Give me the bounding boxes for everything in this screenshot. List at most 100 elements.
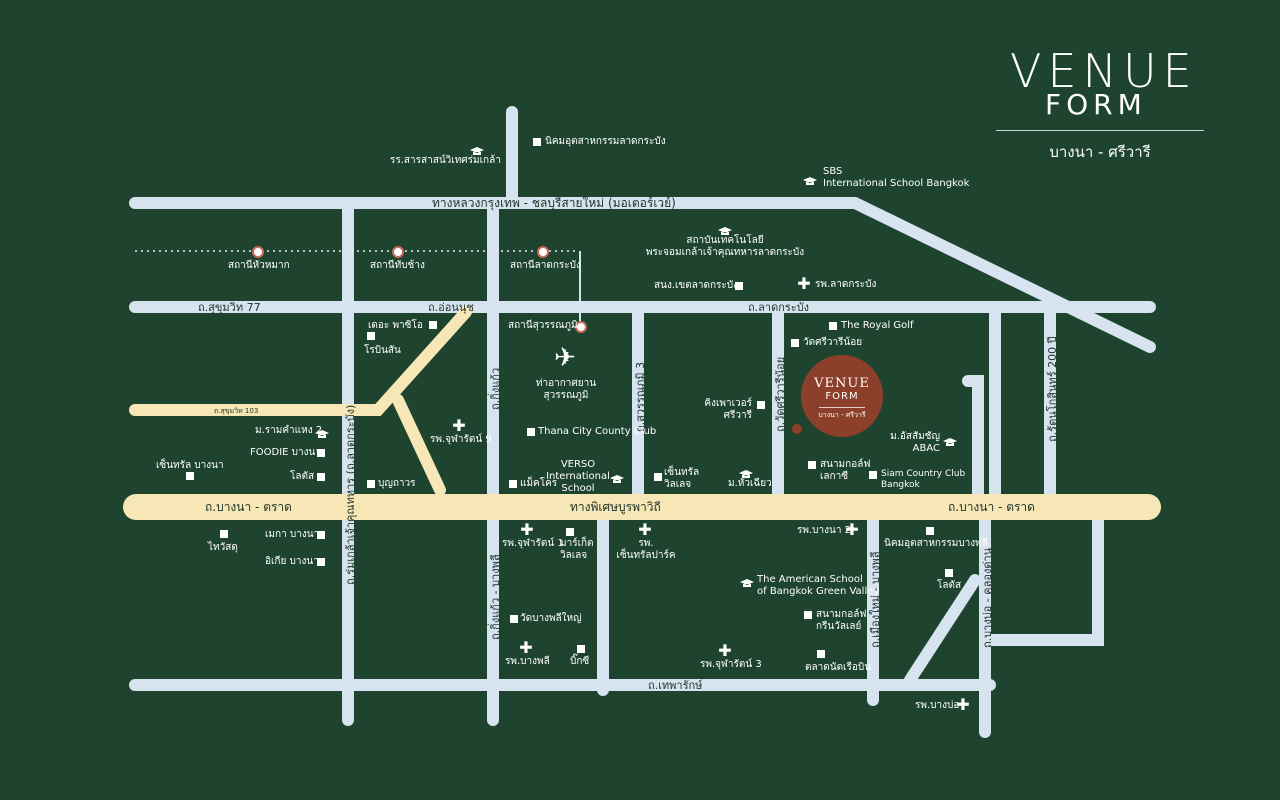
label-expressway: ทางพิเศษบูรพาวิถี — [570, 500, 661, 514]
station-suvarnabhumi: สถานีสุวรรณภูมิ — [508, 320, 578, 331]
poi-mark-village: มาร์เก็ต วิลเลจ — [560, 538, 594, 561]
hospital-cross-icon: ✚ — [519, 638, 533, 657]
graduation-cap-icon — [740, 574, 754, 593]
road-east-loop — [984, 499, 1104, 646]
label-bangbo: ถ.บางบ่อ - คลองด่าน — [981, 547, 994, 648]
label-bangna-trat-left: ถ.บางนา - ตราด — [205, 500, 292, 514]
poi-huachiew: ม.หัวเฉียว — [728, 478, 772, 489]
poi-king-power: คิงเพาเวอร์ ศรีวารี — [704, 398, 752, 421]
square-marker-icon — [367, 480, 375, 488]
poi-ikea: อิเกีย บางนา — [265, 556, 319, 567]
graduation-cap-icon — [803, 172, 817, 191]
label-romklao: ถ.ร่มเกล้าเจ้าคุณทหาร (ถ.ลาดกระบัง) — [344, 404, 357, 585]
hospital-cross-icon: ✚ — [845, 520, 859, 539]
square-marker-icon — [317, 473, 325, 481]
square-marker-icon — [654, 473, 662, 481]
poi-big-c: บิ๊กซี — [570, 656, 590, 667]
poi-hosp-bangphli: รพ.บางพลี — [505, 656, 550, 667]
poi-green-valley-golf: สนามกอล์ฟ กรีนวัลเลย์ — [816, 609, 867, 632]
square-marker-icon — [804, 611, 812, 619]
graduation-cap-icon — [470, 142, 484, 161]
airport-label: ท่าอากาศยาน สุวรรณภูมิ — [535, 378, 597, 401]
hospital-cross-icon: ✚ — [718, 641, 732, 660]
square-marker-icon — [869, 471, 877, 479]
square-marker-icon — [510, 615, 518, 623]
poi-central-park-hosp: รพ. เซ็นทรัลปาร์ค — [616, 538, 676, 561]
square-marker-icon — [926, 527, 934, 535]
graduation-cap-icon — [943, 433, 957, 452]
poi-hosp-chularat3: รพ.จุฬารัตน์ 3 — [700, 659, 762, 670]
pin-tagline: บางนา - ศรีวารี — [818, 411, 866, 419]
square-marker-icon — [829, 322, 837, 330]
poi-thana-city: Thana City County Club — [538, 426, 657, 437]
venue-marker-dot — [792, 424, 802, 434]
square-marker-icon — [817, 650, 825, 658]
road-onnut-branch — [392, 394, 446, 496]
square-marker-icon — [735, 282, 743, 290]
square-marker-icon — [429, 321, 437, 329]
square-marker-icon — [367, 332, 375, 340]
poi-talad-nad: ตลาดนัดเรือบิน — [805, 662, 872, 673]
label-suvarnabhumi3: ถ.สุวรรณภูมิ 3 — [634, 361, 647, 432]
poi-hosp-latkrabang: รพ.ลาดกระบัง — [815, 279, 877, 290]
label-muangmai: ถ.เมืองใหม่ - บางพลี — [869, 551, 882, 648]
poi-the-royal-golf: The Royal Golf — [841, 320, 914, 331]
poi-siam-country: Siam Country Club Bangkok — [881, 469, 966, 490]
poi-hosp-bangbo: รพ.บางบ่อ — [915, 700, 960, 711]
brand-tagline: บางนา - ศรีวารี — [1049, 143, 1151, 161]
poi-ramkhamhaeng2: ม.รามคำแหง 2 — [255, 425, 323, 436]
station-icon — [537, 246, 549, 258]
square-marker-icon — [509, 480, 517, 488]
square-marker-icon — [317, 558, 325, 566]
label-motorway: ทางหลวงกรุงเทพ - ชลบุรีสายใหม่ (มอเตอร์เ… — [432, 196, 676, 210]
poi-lotus-right: โลตัส — [937, 580, 962, 591]
poi-legacy-golf: สนามกอล์ฟ เลกาซี — [820, 459, 871, 482]
road-motorway — [129, 197, 1156, 353]
label-onnut: ถ.อ่อนนุช — [428, 301, 474, 314]
square-marker-icon — [566, 528, 574, 536]
label-watsriwaree: ถ.วัดศรีวารีน้อย — [774, 356, 787, 432]
label-latkrabang: ถ.ลาดกระบัง — [748, 301, 810, 314]
square-marker-icon — [527, 428, 535, 436]
hospital-cross-icon: ✚ — [452, 416, 466, 435]
pin-title: VENUE — [814, 376, 870, 391]
label-theparak: ถ.เทพารักษ์ — [648, 679, 703, 692]
square-marker-icon — [945, 569, 953, 577]
label-rattanakosin: ถ.รัตนโกสินทร์ 200 ปี — [1046, 336, 1059, 442]
poi-thaiwatsadu: ไทวัสดุ — [208, 542, 238, 553]
poi-sbs: SBS International School Bangkok — [823, 166, 970, 189]
poi-kmitl: สถาบันเทคโนโลยี พระจอมเกล้าเจ้าคุณทหารลา… — [645, 235, 805, 258]
poi-hosp-chularat1: รพ.จุฬารัตน์ 1 — [502, 538, 564, 549]
poi-american-school: The American School of Bangkok Green Val… — [757, 574, 880, 597]
square-marker-icon — [317, 531, 325, 539]
poi-robinson: โรบินสัน — [364, 345, 401, 356]
hospital-cross-icon: ✚ — [638, 520, 652, 539]
hospital-cross-icon: ✚ — [797, 274, 811, 293]
pin-subtitle: FORM — [825, 391, 859, 402]
pin-divider — [819, 407, 865, 408]
hospital-cross-icon: ✚ — [520, 520, 534, 539]
venue-location-pin[interactable]: VENUE FORM บางนา - ศรีวารี — [801, 355, 883, 437]
brand-divider — [996, 130, 1204, 131]
station-thapchang: สถานีทับช้าง — [370, 260, 425, 271]
label-sukhumvit77: ถ.สุขุมวิท 77 — [198, 301, 261, 314]
poi-district-office: สนง.เขตลาดกระบัง — [654, 280, 739, 291]
square-marker-icon — [808, 461, 816, 469]
airplane-icon: ✈ — [554, 343, 576, 373]
poi-central-village: เซ็นทรัล วิลเลจ — [664, 467, 700, 490]
poi-foodie: FOODIE บางนา — [250, 447, 321, 458]
poi-hosp-chularat9: รพ.จุฬารัตน์ 9 — [430, 434, 492, 445]
hospital-cross-icon: ✚ — [956, 695, 970, 714]
poi-wat-bangphli-yai: วัดบางพลีใหญ่ — [520, 613, 582, 624]
poi-sarasas: รร.สารสาสน์วิเทศร่มเกล้า — [390, 155, 501, 166]
label-bangna-trat-right: ถ.บางนา - ตราด — [948, 500, 1035, 514]
square-marker-icon — [577, 645, 585, 653]
square-marker-icon — [220, 530, 228, 538]
road-southeast — [904, 574, 981, 686]
station-icon — [392, 246, 404, 258]
poi-the-paseo: เดอะ พาซิโอ — [368, 320, 423, 331]
poi-central-bangna: เซ็นทรัล บางนา — [156, 460, 224, 471]
poi-abac: ม.อัสสัมชัญ ABAC — [890, 431, 940, 454]
brand-subtitle: FORM — [1045, 88, 1147, 121]
